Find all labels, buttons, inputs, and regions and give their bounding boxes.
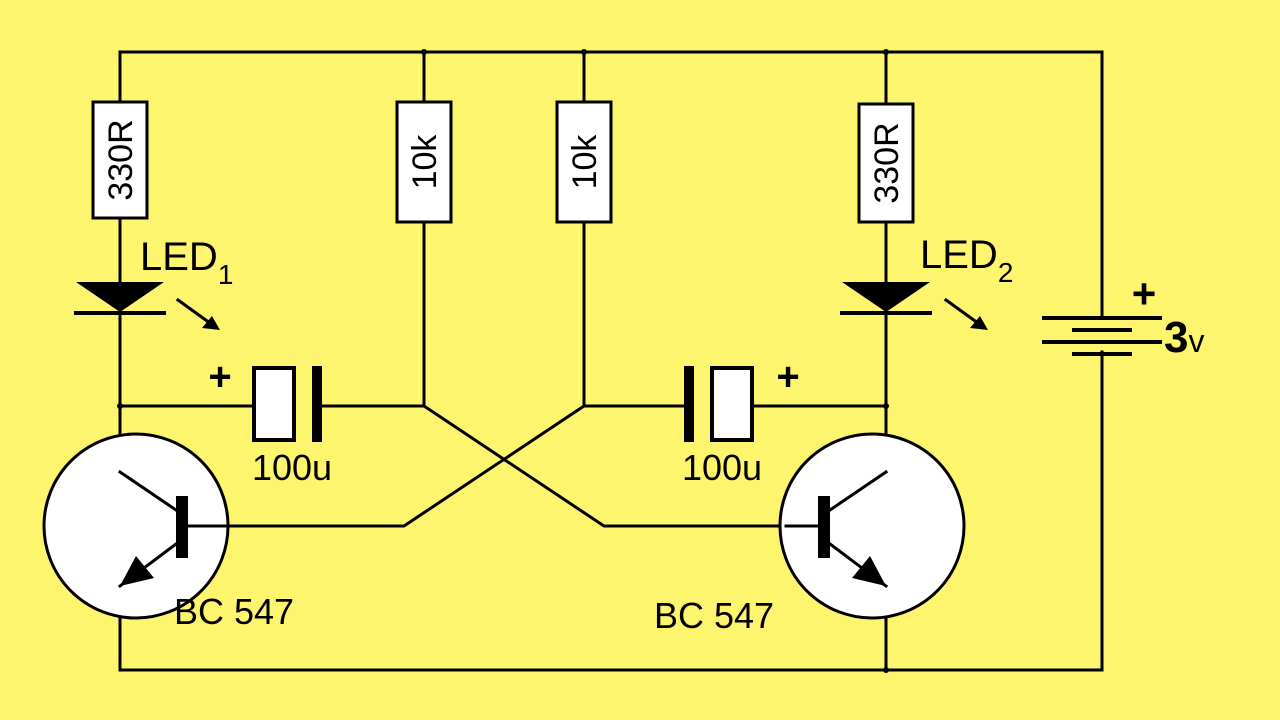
transistor-q2-body [778, 432, 966, 620]
transistor-q2-collector-lead [827, 469, 889, 513]
transistor-q1-collector-lead [117, 469, 179, 513]
capacitor-c1-polarity: + [208, 355, 231, 399]
led1-triangle-icon [76, 282, 164, 312]
capacitor-c1-positive-plate [252, 366, 296, 442]
capacitor-c1-negative-plate [312, 366, 322, 442]
resistor-r3: 10k [555, 100, 613, 224]
battery-polarity: + [1132, 270, 1157, 317]
resistor-r4-label: 330R [868, 122, 906, 203]
resistor-r4-body [857, 102, 915, 224]
junction-dot [421, 49, 427, 55]
transistor-q2-base-bar [818, 496, 830, 558]
led2-light-arrow-icon [943, 297, 988, 330]
junction-dot [117, 403, 123, 409]
capacitor-c2-polarity: + [776, 355, 799, 399]
battery-voltage-label: 3v [1164, 313, 1204, 362]
led2: LED2 [840, 233, 1013, 330]
wires [118, 50, 1104, 672]
transistor-q1: BC 547 [42, 432, 294, 632]
capacitor-c2-positive-plate [710, 366, 754, 442]
led2-label: LED2 [920, 233, 1013, 288]
capacitor-c1: + 100u [208, 355, 332, 488]
battery: + 3v [1042, 270, 1204, 362]
transistor-q1-base-bar [176, 496, 188, 558]
resistor-r3-label: 10k [566, 134, 604, 190]
led1-label: LED1 [140, 235, 233, 290]
resistor-r1: 330R [91, 100, 149, 220]
battery-voltage-number: 3 [1164, 313, 1188, 362]
junction-dot [883, 403, 889, 409]
battery-voltage-unit: v [1188, 323, 1204, 359]
transistor-q2-label: BC 547 [654, 595, 774, 636]
resistor-r4: 330R [857, 102, 915, 224]
led2-triangle-icon [842, 282, 930, 312]
led2-label-name: LED [920, 233, 998, 277]
capacitor-c2-negative-plate [684, 366, 694, 442]
cross-wire-r3-to-q1-base [226, 403, 587, 528]
resistor-r1-body [91, 100, 149, 220]
led1-label-subscript: 1 [218, 259, 234, 290]
transistor-q1-label: BC 547 [174, 591, 294, 632]
transistor-q2-emitter-arrow-icon [852, 556, 886, 586]
capacitor-c2-value: 100u [682, 447, 762, 488]
resistor-r1-label: 330R [102, 119, 140, 200]
junction-dot [883, 667, 889, 673]
junction-dot [581, 49, 587, 55]
resistor-r3-body [555, 100, 613, 224]
resistor-r2-label: 10k [406, 134, 444, 190]
led2-label-subscript: 2 [998, 257, 1014, 288]
resistor-r2: 10k [395, 100, 453, 224]
led1: LED1 [74, 235, 233, 330]
resistor-r2-body [395, 100, 453, 224]
led1-label-name: LED [140, 235, 218, 279]
capacitor-c2: + 100u [682, 355, 800, 488]
junctions [117, 49, 889, 673]
junction-dot [883, 49, 889, 55]
transistor-q1-emitter-arrow-icon [120, 556, 154, 586]
led1-light-arrow-icon [175, 297, 220, 330]
capacitor-c1-value: 100u [252, 447, 332, 488]
cross-wire-r2-to-q2-base [421, 403, 788, 528]
transistor-q2: BC 547 [654, 432, 966, 636]
